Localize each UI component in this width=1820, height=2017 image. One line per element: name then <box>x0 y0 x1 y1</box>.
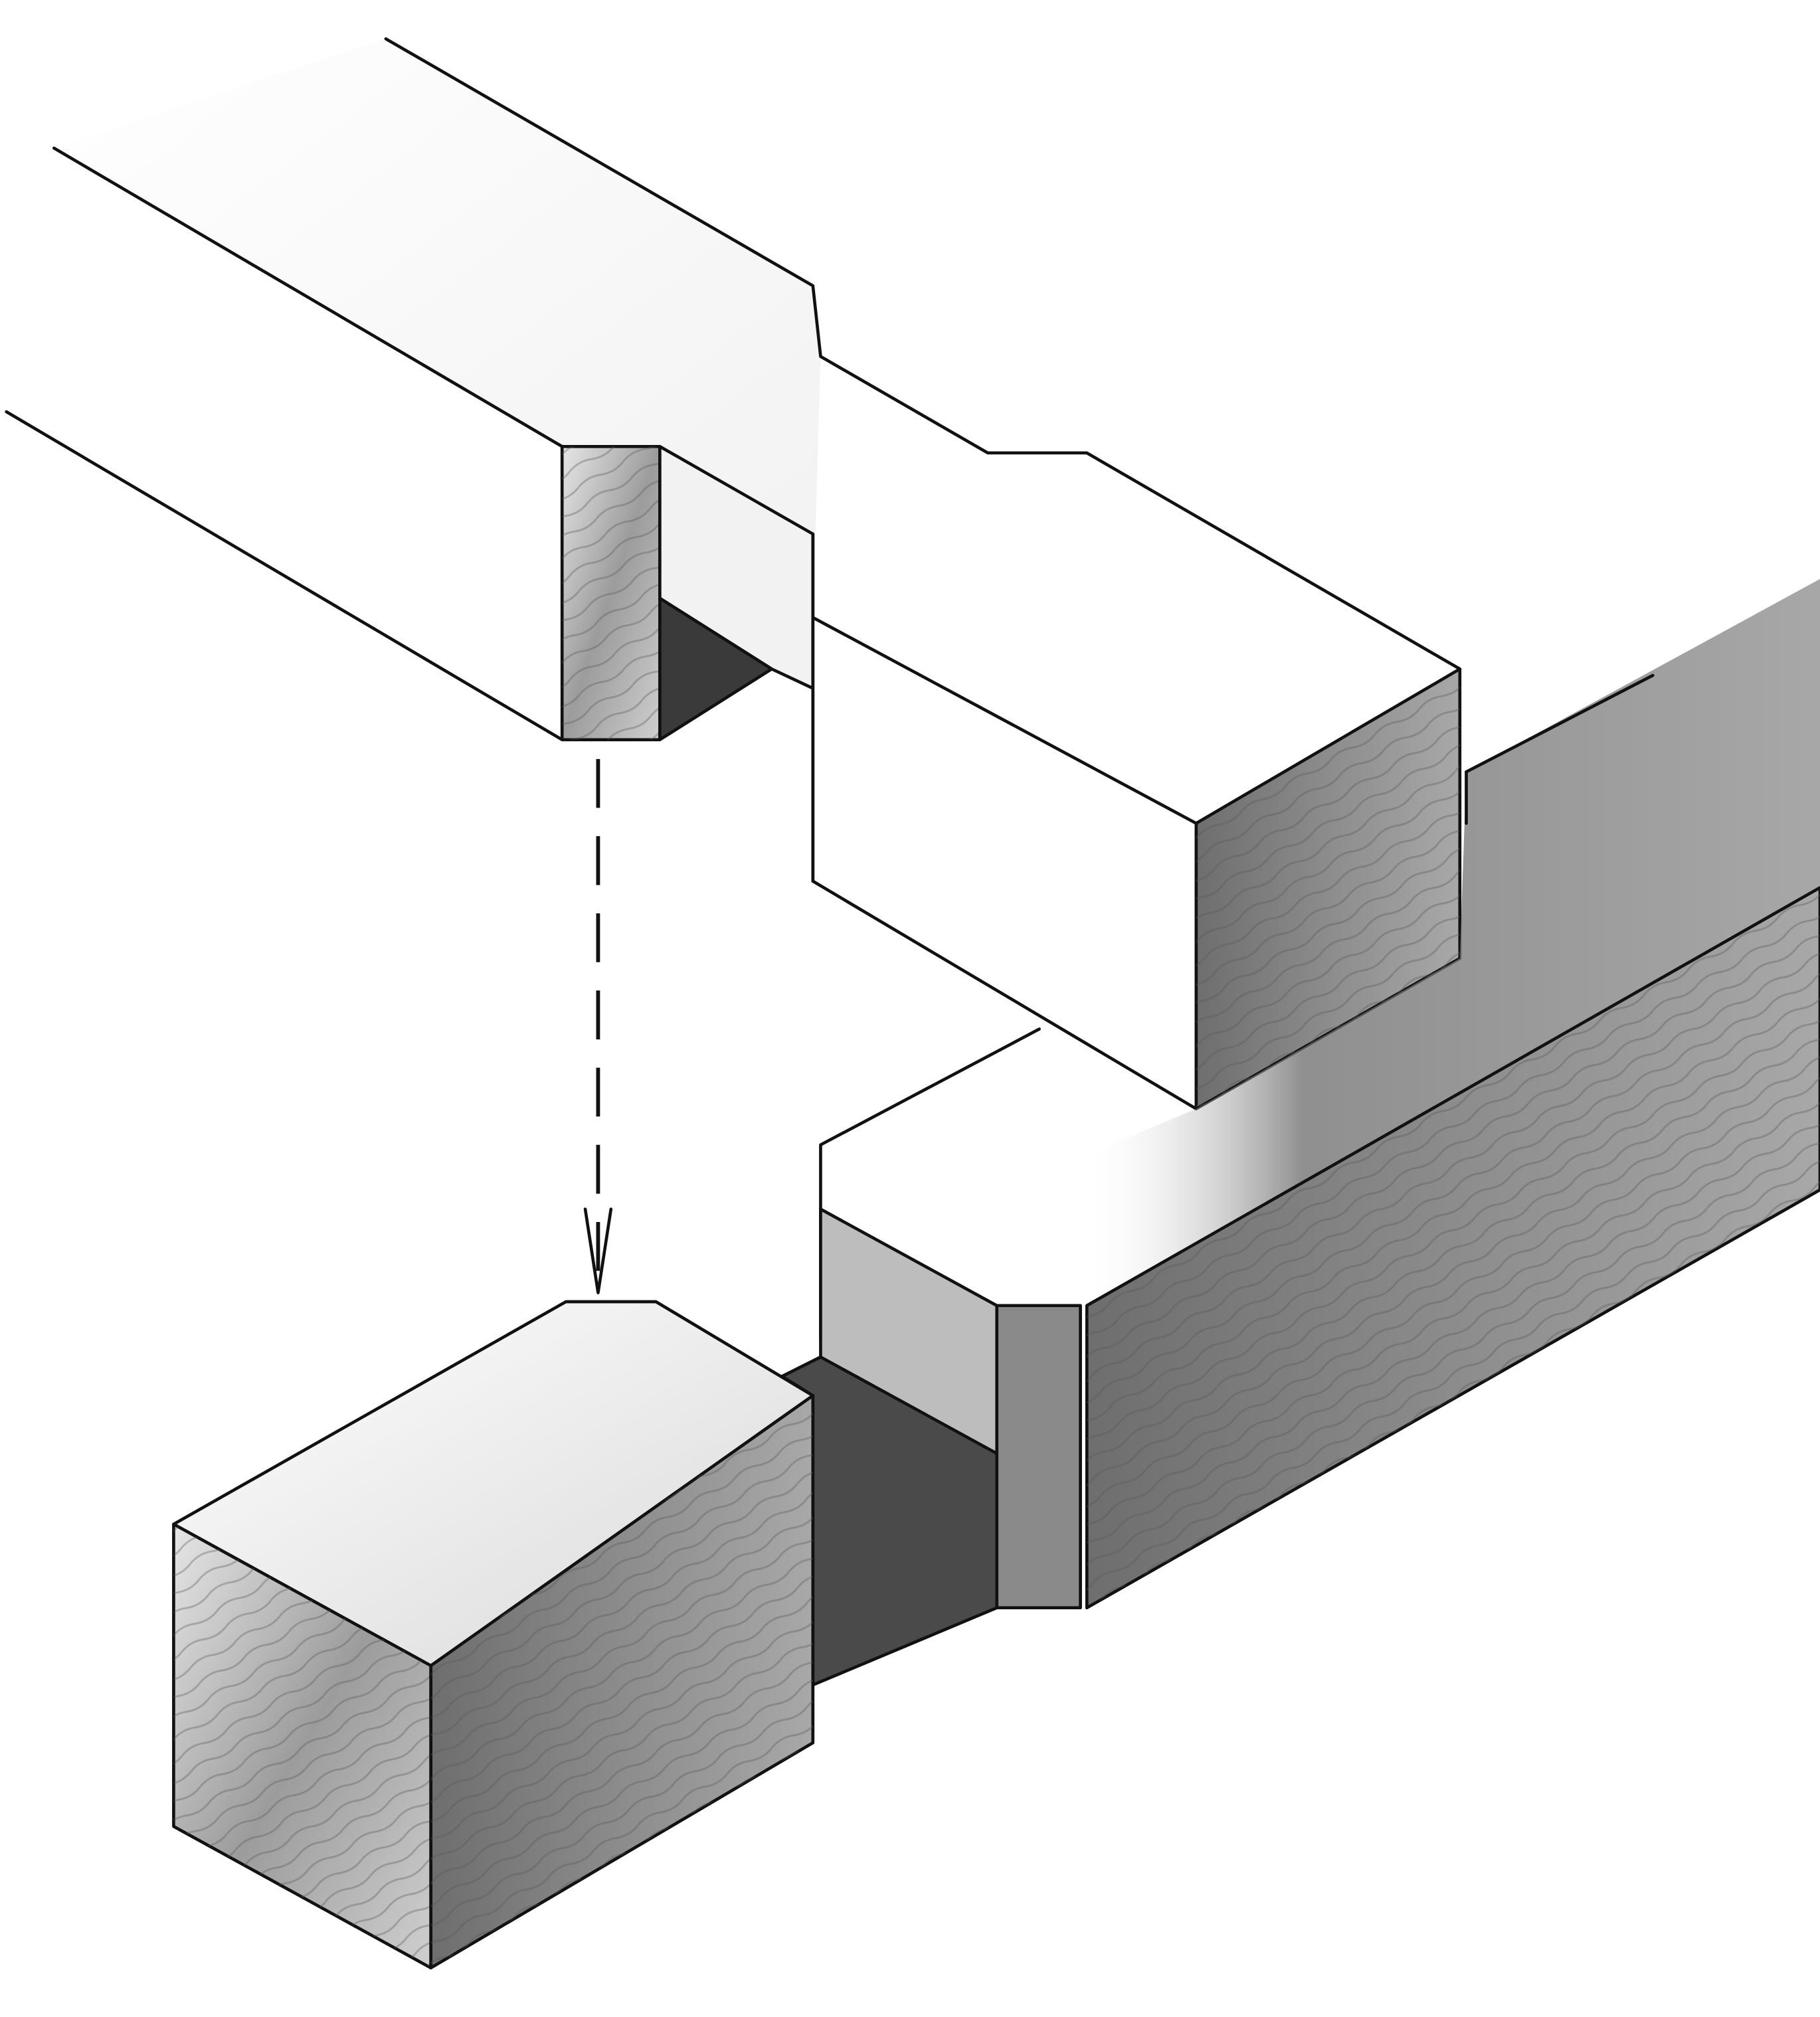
upper-right-block-side <box>811 616 1198 1110</box>
assembly-arrow <box>583 758 613 1294</box>
lower-left-block <box>172 1300 815 1970</box>
lower-beam-ring <box>995 1304 1082 1610</box>
upper-right-block <box>811 532 1462 1110</box>
upper-beam-notch-wall <box>658 444 815 690</box>
arrowhead-icon <box>583 1207 613 1294</box>
upper-beam <box>5 37 1462 742</box>
cast-shadow <box>1080 578 1820 1306</box>
lower-long-beam <box>780 578 1820 1687</box>
upper-beam-top-face <box>54 39 821 618</box>
upper-beam-notch-shadow <box>658 596 774 742</box>
